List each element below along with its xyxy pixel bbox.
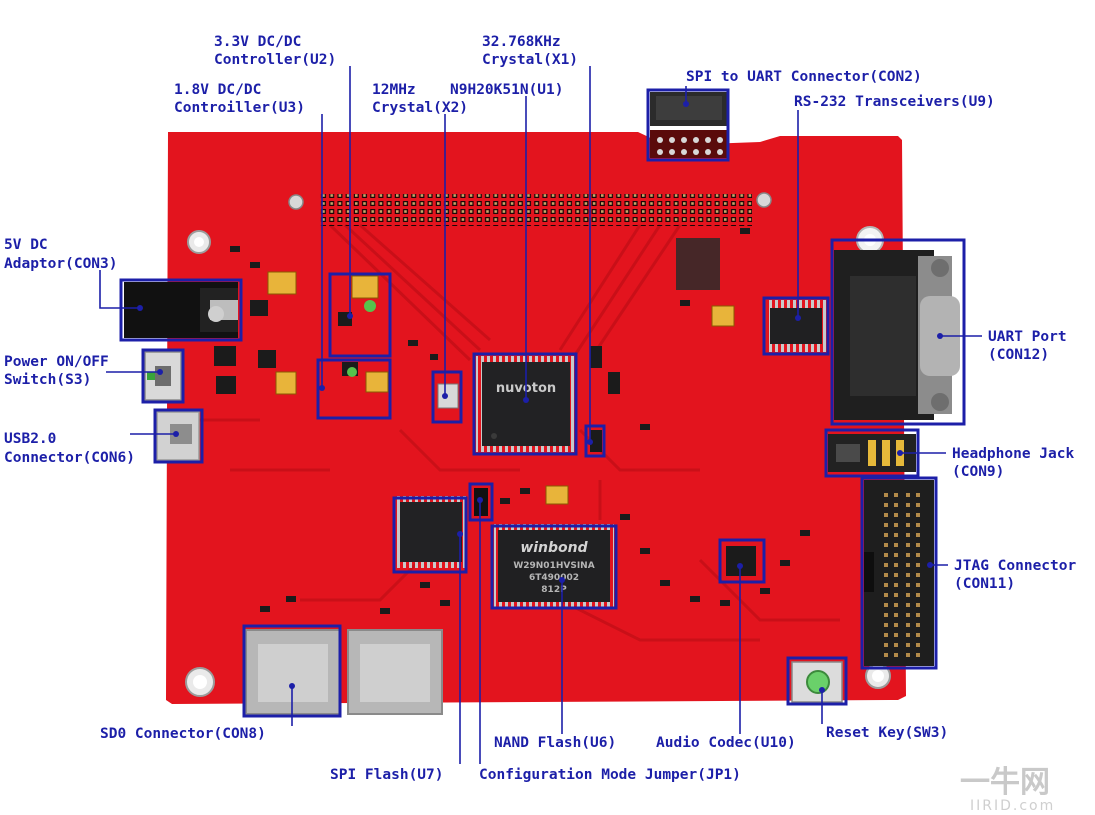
reset-key-part <box>791 661 843 703</box>
smd-components <box>230 228 810 614</box>
highlight-u7 <box>392 496 468 574</box>
label-u2-line1: 3.3V DC/DC <box>214 34 301 50</box>
label-con8-line1: SD0 Connector(CON8) <box>100 726 266 742</box>
label-con3-line2: Adaptor(CON3) <box>4 256 118 272</box>
highlight-boxes <box>119 88 966 718</box>
power-switch-part <box>144 351 182 401</box>
label-u10-line1: Audio Codec(U10) <box>656 735 796 751</box>
label-s3-line1: Power ON/OFF <box>4 354 109 370</box>
usb-connector-part <box>156 411 200 461</box>
spi-flash-chip <box>396 496 466 568</box>
label-u3-line2: Controiller(U3) <box>174 100 305 116</box>
nand-brand-text: winbond <box>520 540 588 556</box>
dc-jack-part <box>124 282 238 338</box>
label-s3-line2: Switch(S3) <box>4 372 91 388</box>
highlight-u6 <box>490 524 618 610</box>
highlight-sw3 <box>786 656 848 706</box>
label-x1-line2: Crystal(X1) <box>482 52 578 68</box>
nand-part-text: W29N01HVSINA <box>513 561 594 571</box>
label-con2: SPI to UART Connector(CON2) <box>686 69 922 85</box>
label-x2: 12MHz Crystal(X2) <box>372 82 468 116</box>
label-u6: NAND Flash(U6) <box>494 735 616 751</box>
label-jp1-line1: Configuration Mode Jumper(JP1) <box>479 767 741 783</box>
label-sw3-line1: Reset Key(SW3) <box>826 725 948 741</box>
label-con3-line1: 5V DC <box>4 237 48 253</box>
expansion-header <box>320 194 752 226</box>
label-con6: USB2.0 Connector(CON6) <box>4 431 135 466</box>
watermark-sub: IIRID.com <box>970 798 1055 814</box>
pcb-board: nuvoton winbond W29N01HVSINA 6T490002 81… <box>124 92 960 715</box>
highlight-u10 <box>718 538 766 584</box>
highlight-x1 <box>584 424 606 458</box>
label-u1-line1: N9H20K51N(U1) <box>450 82 564 98</box>
label-x1: 32.768KHz Crystal(X1) <box>482 34 578 68</box>
label-x2-line1: 12MHz <box>372 82 416 98</box>
label-con6-line1: USB2.0 <box>4 431 56 447</box>
label-u6-line1: NAND Flash(U6) <box>494 735 616 751</box>
label-con12: UART Port (CON12) <box>988 329 1075 363</box>
misc-components <box>474 238 756 576</box>
highlight-jp1 <box>468 482 494 522</box>
leader-lines <box>99 66 982 764</box>
annotation-labels: 3.3V DC/DC Controller(U2) 32.768KHz Crys… <box>4 34 1085 783</box>
label-con2-line1: SPI to UART Connector(CON2) <box>686 69 922 85</box>
highlight-con11 <box>860 476 938 670</box>
label-x1-line1: 32.768KHz <box>482 34 561 50</box>
highlight-con12 <box>830 238 966 426</box>
pcb-traces <box>170 223 840 642</box>
label-x2-line2: Crystal(X2) <box>372 100 468 116</box>
label-u7: SPI Flash(U7) <box>330 767 444 783</box>
label-con12-line2: (CON12) <box>988 347 1049 363</box>
label-u9-line1: RS-232 Transceivers(U9) <box>794 94 995 110</box>
label-u3-line1: 1.8V DC/DC <box>174 82 261 98</box>
mcu-chip: nuvoton <box>476 356 576 452</box>
label-u10: Audio Codec(U10) <box>656 735 796 751</box>
label-con8: SD0 Connector(CON8) <box>100 726 266 742</box>
highlight-con3 <box>119 278 243 342</box>
label-u3: 1.8V DC/DC Controiller(U3) <box>174 82 305 116</box>
label-sw3: Reset Key(SW3) <box>826 725 948 741</box>
highlight-u3 <box>316 358 392 420</box>
rs232-chip <box>766 300 826 352</box>
power-components <box>214 271 620 409</box>
watermark: 一牛网 IIRID.com <box>960 765 1055 814</box>
label-con3: 5V DC Adaptor(CON3) <box>4 237 118 272</box>
label-u9: RS-232 Transceivers(U9) <box>794 94 995 110</box>
label-con12-line1: UART Port <box>988 329 1067 345</box>
spi-uart-connector-part <box>650 92 728 158</box>
watermark-main: 一牛网 <box>960 765 1050 800</box>
label-u2: 3.3V DC/DC Controller(U2) <box>214 34 336 68</box>
highlight-x2 <box>431 370 463 424</box>
sd-card-slots <box>245 629 443 715</box>
db9-connector <box>834 250 960 420</box>
label-jp1: Configuration Mode Jumper(JP1) <box>479 767 741 783</box>
mounting-holes <box>185 192 891 697</box>
highlight-con2 <box>646 88 730 162</box>
highlight-s3 <box>141 348 185 404</box>
nand-lot-text: 6T490002 <box>529 573 579 583</box>
label-con6-line2: Connector(CON6) <box>4 450 135 466</box>
label-s3: Power ON/OFF Switch(S3) <box>4 354 118 388</box>
highlight-u2 <box>328 272 392 358</box>
label-con11-line1: JTAG Connector <box>954 558 1076 574</box>
label-con11-line2: (CON11) <box>954 576 1015 592</box>
label-u7-line1: SPI Flash(U7) <box>330 767 444 783</box>
label-con9-line1: Headphone Jack <box>952 446 1074 462</box>
label-u1: N9H20K51N(U1) <box>450 82 564 98</box>
label-u2-line2: Controller(U2) <box>214 52 336 68</box>
jtag-connector-part <box>864 480 934 666</box>
highlight-u1 <box>472 352 578 456</box>
nand-chip: winbond W29N01HVSINA 6T490002 812P <box>494 524 614 608</box>
label-con11: JTAG Connector (CON11) <box>954 558 1085 592</box>
highlight-con6 <box>153 408 204 464</box>
leader-con3 <box>99 270 140 309</box>
highlight-u9 <box>762 296 830 356</box>
nand-code-text: 812P <box>541 585 567 595</box>
label-con9: Headphone Jack (CON9) <box>952 446 1083 480</box>
label-con9-line2: (CON9) <box>952 464 1004 480</box>
